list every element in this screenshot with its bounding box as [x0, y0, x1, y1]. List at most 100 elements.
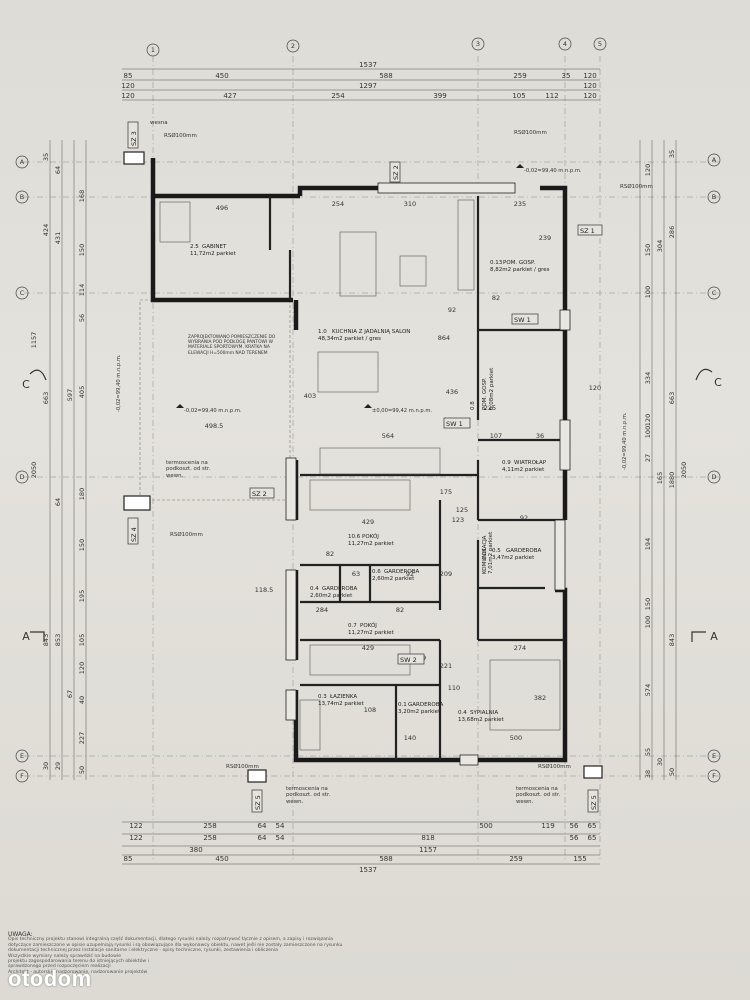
room-area-pom-gosp-1: 8,82m2 parkiet / gres: [490, 267, 550, 273]
dim-left: 663: [42, 392, 50, 404]
dim-top: 120: [583, 92, 596, 100]
room-label-gabinet: GABINET: [202, 244, 227, 250]
dim-interior: 110: [448, 684, 460, 692]
dim-left: 180: [78, 488, 86, 500]
right-dimensions: 35 120 286 304 150 100 334 663 120 100 2…: [644, 150, 688, 778]
room-label-pokoj-2: POKÓJ: [360, 622, 377, 629]
columns: [123, 151, 603, 783]
dim-right: 35: [668, 150, 676, 158]
dim-interior: 500: [510, 734, 522, 742]
dim-bottom: 65: [588, 822, 597, 830]
axis-label-A-right: A: [712, 156, 717, 164]
label-wesna: wesna: [150, 120, 168, 126]
wall-top-left: [297, 185, 378, 196]
dim-right: 1880: [668, 472, 676, 489]
axis-label-E-left: E: [20, 752, 24, 760]
dim-bottom: 65: [588, 834, 597, 842]
dim-interior: 92: [406, 570, 414, 578]
stairs: [319, 447, 441, 475]
dim-left: 597: [66, 389, 74, 401]
rs-bottom-left: RSØ100mm: [226, 763, 259, 770]
dim-left: 405: [78, 386, 86, 398]
level-markers: [176, 164, 524, 408]
dim-top: 112: [545, 92, 558, 100]
dim-interior: 82: [492, 294, 500, 302]
grid-axes-horizontal: [24, 161, 722, 777]
room-area-pom-gosp-2: 6,08m2 parkiet: [489, 367, 495, 410]
window-sz2: [285, 457, 297, 521]
dim-left: 30: [42, 762, 50, 770]
dim-left: 1157: [30, 332, 38, 349]
dim-top: 85: [124, 72, 133, 80]
dim-left: 50: [78, 766, 86, 774]
axis-label-B-left: B: [20, 193, 24, 201]
level-left: -0,02=99,40 m.n.p.m.: [116, 354, 122, 412]
dim-bottom: 122: [129, 822, 142, 830]
room-area-kitchen: 48,34m2 parkiet / gres: [318, 336, 381, 342]
dim-top-total: 1537: [359, 61, 377, 69]
room-label-garderoba-1: GARDEROBA: [384, 569, 419, 575]
room-area-pokoj-1: 11,27m2 parkiet: [348, 541, 395, 547]
axis-label-A-left: A: [20, 158, 25, 166]
dim-top: 588: [379, 72, 392, 80]
dim-bottom: 258: [203, 834, 216, 842]
dim-interior: 498.5: [205, 422, 224, 430]
room-area-gabinet: 11,72m2 parkiet: [190, 251, 237, 257]
dim-top: 35: [562, 72, 571, 80]
axis-label-D-right: D: [711, 473, 716, 481]
room-id-lazienka: 0.3: [318, 694, 327, 700]
dim-top: 254: [331, 92, 345, 100]
dim-right: 304: [656, 240, 664, 252]
dim-left: 114: [78, 284, 86, 296]
note-line: Architekt - autorskie nadzorowanie, nadz…: [8, 969, 148, 975]
dim-interior: 125: [456, 506, 468, 514]
dim-interior: 429: [362, 644, 374, 652]
top-dimensions: 1537 85 450 588 259 35 120 120 1297 120 …: [121, 61, 596, 100]
rs-top-right: RSØ100mm: [514, 129, 547, 136]
section-mark-c-left: C: [22, 378, 30, 391]
wall-gabinet: [150, 158, 293, 303]
dim-interior: 436: [446, 388, 458, 396]
dim-bottom: 450: [215, 855, 228, 863]
column-bottom-left: [123, 495, 151, 511]
dim-interior: 92: [448, 306, 456, 314]
column-bottom-mid: [247, 769, 267, 783]
room-area-pokoj-2: 11,27m2 parkiet: [348, 630, 395, 636]
dim-left: 2050: [30, 462, 38, 479]
kitchen-island: [399, 255, 427, 287]
dim-right: 38: [644, 770, 652, 778]
dim-left: 67: [66, 690, 74, 698]
grid-axes-vertical: [152, 56, 601, 860]
top-dimension-lines: [122, 68, 600, 101]
dim-bottom-total: 1537: [359, 866, 377, 874]
dim-right: 120: [644, 414, 652, 426]
room-id-wiatrolap: 0.9: [502, 460, 511, 466]
sofa: [317, 351, 379, 393]
room-label-pom-gosp-2: POM. GOSP.: [482, 378, 488, 410]
dim-interior: 864: [438, 334, 450, 342]
room-id-pokoj-2: 0.7: [348, 623, 357, 629]
note-line: sprawdzonego przed rozpoczęciem realizac…: [8, 964, 111, 970]
dim-top: 1297: [359, 82, 377, 90]
dim-right: 843: [668, 634, 676, 646]
room-id-komunikacja: 0.11: [482, 548, 488, 560]
room-id-garderoba-4: 0.1: [398, 702, 407, 708]
room-id-kitchen: 1.0: [318, 329, 327, 335]
room-label-sypialnia: SYPIALNIA: [470, 710, 498, 716]
bed-3: [489, 659, 561, 731]
dim-right: 100: [644, 616, 652, 628]
kitchen-counter: [457, 199, 475, 291]
tag-sw2: SW 2: [400, 656, 417, 664]
dim-interior: 564: [382, 432, 394, 440]
tag-sz1: SZ 1: [580, 227, 595, 235]
dim-left: 40: [78, 696, 86, 704]
tag-sz5-left: SZ 5: [254, 795, 262, 810]
dim-right: 150: [644, 598, 652, 610]
room-area-wiatrolap: 4,11m2 parkiet: [502, 467, 545, 473]
notes-heading: UWAGA:: [8, 931, 33, 938]
room-label-garderoba-2: GARDEROBA: [322, 586, 357, 592]
tag-sz5-right: SZ 5: [590, 795, 598, 810]
dim-interior: 123: [452, 516, 464, 524]
